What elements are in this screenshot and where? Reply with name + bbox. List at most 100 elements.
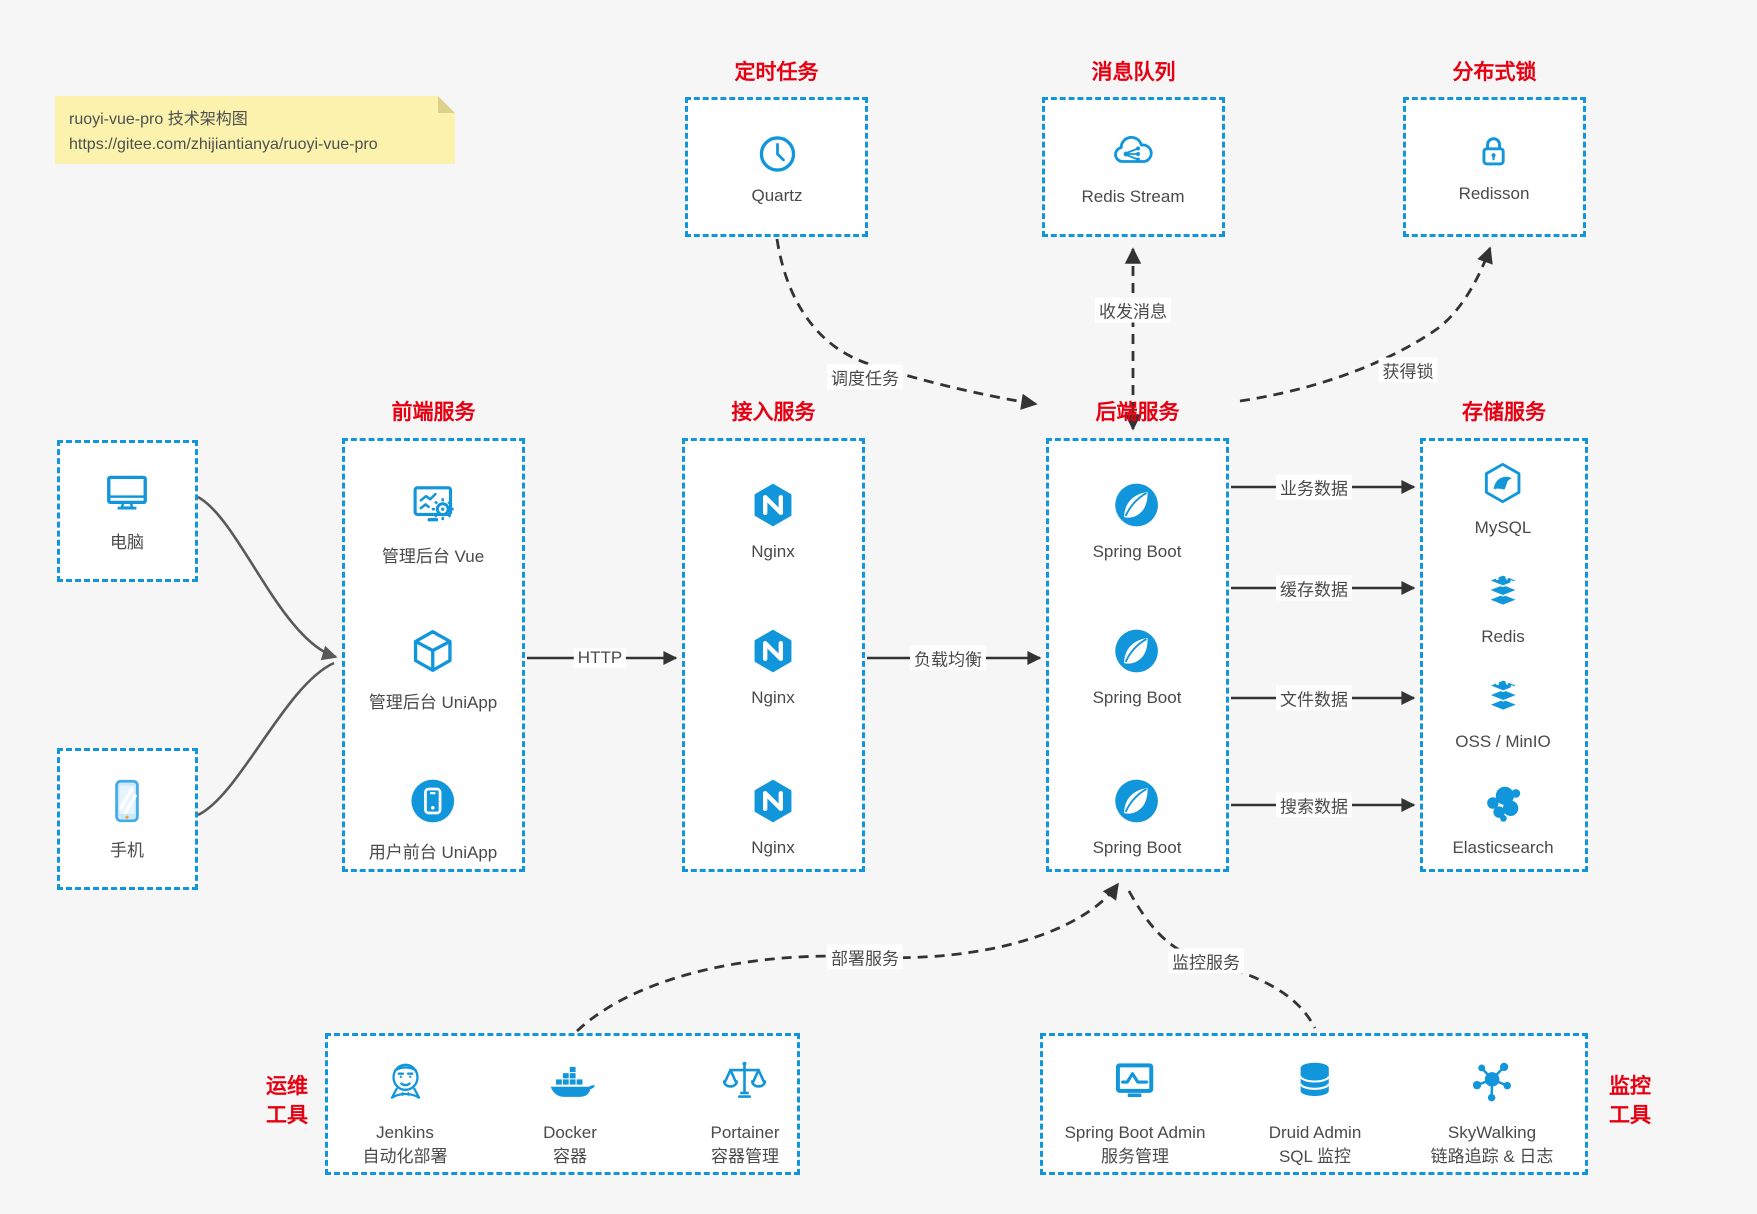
node-label: Redis Stream (1081, 187, 1185, 206)
frontend-services-title: 前端服务 (391, 401, 476, 424)
edge-label-acquire-lock: 获得锁 (1378, 357, 1438, 383)
storage-services-title: 存储服务 (1462, 401, 1546, 424)
node-label-group: Docker 容器 (543, 1121, 597, 1169)
node-sublabel: 容器管理 (710, 1147, 779, 1166)
node-label: SkyWalking (1447, 1123, 1537, 1142)
distributed-lock-title: 分布式锁 (1452, 61, 1537, 84)
edge-label-business-data: 业务数据 (1276, 474, 1352, 500)
quartz-node: Quartz (751, 132, 803, 206)
node-label: Redis (1481, 627, 1525, 646)
mysql-icon (1480, 460, 1526, 506)
node-label: Docker (543, 1123, 597, 1142)
edge-label-monitor-service: 监控服务 (1168, 948, 1244, 974)
oss-minio-node: OSS / MinIO (1455, 674, 1551, 752)
node-label: 手机 (110, 841, 144, 860)
clock-icon (755, 132, 799, 176)
monitoring-tools-title: 监控 工具 (1609, 1075, 1651, 1127)
node-sublabel: SQL 监控 (1278, 1147, 1352, 1166)
spring-icon (1112, 480, 1162, 530)
node-label: Jenkins (376, 1123, 434, 1142)
scheduled-task-title: 定时任务 (734, 61, 819, 84)
spring-boot-node-3: Spring Boot (1092, 776, 1182, 858)
node-label: Elasticsearch (1452, 838, 1554, 857)
nginx-icon (748, 626, 798, 676)
node-sublabel: 自动化部署 (362, 1147, 448, 1166)
note-title: ruoyi-vue-pro 技术架构图 (69, 111, 248, 128)
jenkins-icon (380, 1057, 430, 1107)
skywalking-node: SkyWalking 链路追踪 & 日志 (1431, 1057, 1554, 1169)
node-label: Quartz (751, 186, 803, 205)
node-label: 用户前台 UniApp (368, 843, 498, 862)
druid-icon (1290, 1057, 1340, 1107)
admin-vue-icon (408, 480, 458, 530)
node-label-group: Portainer 容器管理 (711, 1121, 780, 1169)
portainer-icon (720, 1057, 770, 1107)
edge-pc-to-frontend (197, 495, 338, 661)
node-label: Spring Boot (1092, 838, 1182, 857)
nginx-icon (748, 480, 798, 530)
nginx-icon (748, 776, 798, 826)
node-label: 电脑 (110, 533, 144, 552)
node-sublabel: 容器 (552, 1147, 587, 1166)
admin-vue-node: 管理后台 Vue (382, 480, 484, 567)
node-label: Redisson (1458, 184, 1530, 203)
node-label: Spring Boot (1092, 688, 1182, 707)
skywalking-icon (1467, 1057, 1517, 1107)
node-sublabel: 链路追踪 & 日志 (1430, 1147, 1554, 1166)
edge-label-schedule-task: 调度任务 (827, 364, 903, 390)
redisson-node: Redisson (1458, 130, 1530, 204)
user-app-icon (408, 776, 458, 826)
node-label-group: SkyWalking 链路追踪 & 日志 (1431, 1121, 1554, 1169)
spring-icon (1112, 626, 1162, 676)
backend-services-title: 后端服务 (1095, 401, 1180, 424)
mysql-node: MySQL (1474, 460, 1532, 538)
phone-icon (102, 776, 152, 826)
spring-boot-admin-node: Spring Boot Admin 服务管理 (1065, 1057, 1206, 1169)
jenkins-node: Jenkins 自动化部署 (363, 1057, 448, 1169)
node-label-group: Druid Admin SQL 监控 (1269, 1121, 1362, 1169)
edge-label-load-balance: 负载均衡 (910, 645, 986, 671)
node-label: 管理后台 UniApp (368, 693, 498, 712)
edge-label-http: HTTP (573, 648, 627, 668)
lock-icon (1472, 130, 1516, 174)
node-label: Spring Boot (1092, 542, 1182, 561)
edge-label-deploy-service: 部署服务 (827, 944, 903, 970)
spring-icon (1112, 776, 1162, 826)
node-label-group: Jenkins 自动化部署 (363, 1121, 448, 1169)
sticky-note: ruoyi-vue-pro 技术架构图 https://gitee.com/zh… (55, 96, 455, 164)
user-uniapp-node: 用户前台 UniApp (369, 776, 497, 863)
node-label: Druid Admin (1268, 1123, 1362, 1142)
devops-tools-box (325, 1033, 800, 1175)
message-queue-box (1042, 97, 1225, 237)
nginx-node-2: Nginx (748, 626, 798, 708)
mq-cloud-icon (1109, 129, 1157, 177)
admin-uniapp-node: 管理后台 UniApp (369, 626, 497, 713)
gateway-services-title: 接入服务 (731, 401, 816, 424)
node-label: Portainer (710, 1123, 780, 1142)
redis-icon (1480, 674, 1526, 720)
node-label: Nginx (751, 542, 795, 561)
distributed-lock-box (1403, 97, 1586, 237)
node-label: OSS / MinIO (1455, 732, 1551, 751)
node-label: MySQL (1474, 518, 1532, 537)
mobile-node: 手机 (102, 776, 152, 861)
redis-icon (1480, 569, 1526, 615)
edge-label-cache-data: 缓存数据 (1276, 575, 1352, 601)
devops-tools-title: 运维 工具 (266, 1075, 308, 1127)
node-label-group: Spring Boot Admin 服务管理 (1065, 1121, 1206, 1169)
node-label: Nginx (751, 688, 795, 707)
monitoring-tools-box (1040, 1033, 1588, 1175)
node-label: Spring Boot Admin (1064, 1123, 1206, 1142)
portainer-node: Portainer 容器管理 (711, 1057, 780, 1169)
nginx-node-1: Nginx (748, 480, 798, 562)
pc-node: 电脑 (102, 468, 152, 553)
elasticsearch-icon (1480, 780, 1526, 826)
desktop-icon (102, 468, 152, 518)
scheduled-task-box (685, 97, 868, 237)
note-fold-corner (438, 96, 455, 113)
docker-icon (545, 1057, 595, 1107)
edge-label-search-data: 搜索数据 (1276, 792, 1352, 818)
edge-schedule-task (775, 238, 1038, 410)
docker-node: Docker 容器 (543, 1057, 597, 1169)
